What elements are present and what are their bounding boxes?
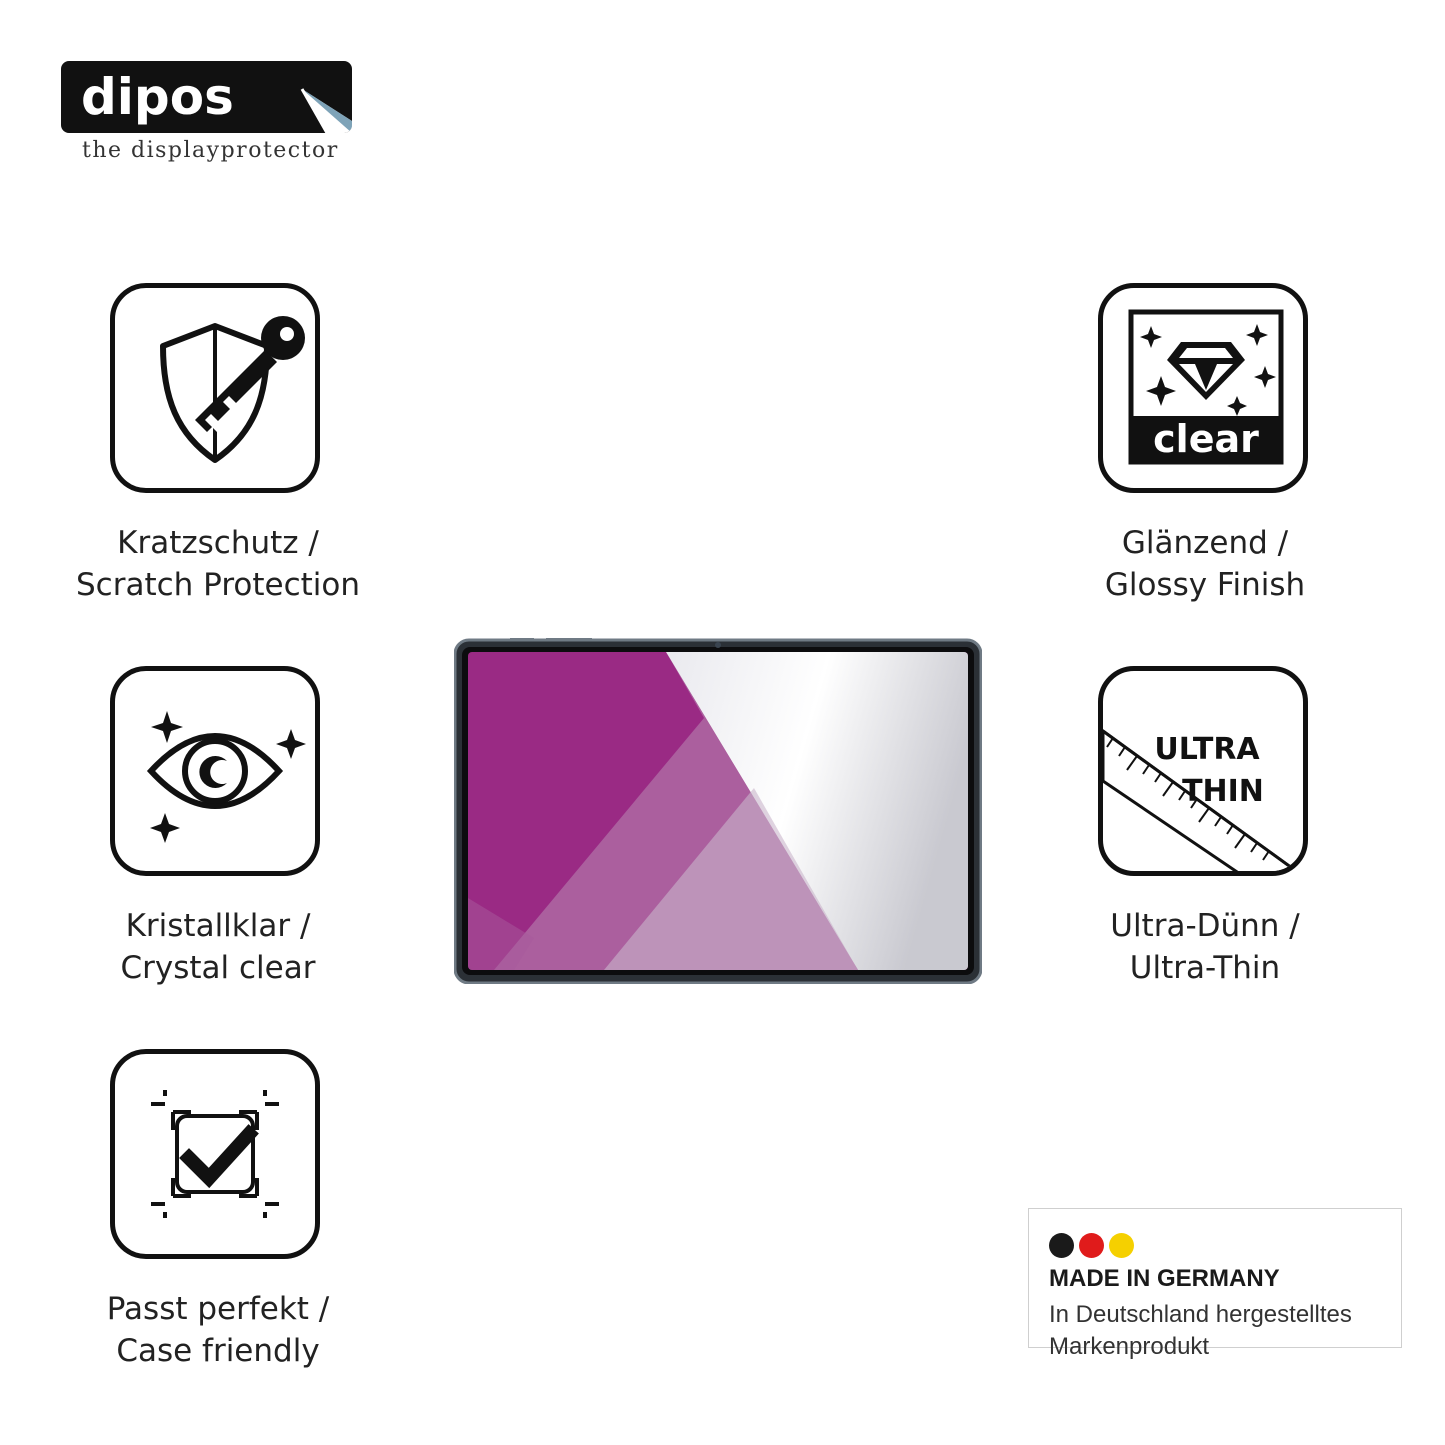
caption-line-de: Ultra-Dünn / bbox=[1110, 908, 1300, 944]
made-in-germany-badge: MADE IN GERMANY In Deutschland hergestel… bbox=[1028, 1208, 1402, 1360]
badge-line-1: In Deutschland hergestelltes bbox=[1049, 1301, 1352, 1328]
thin-label: THIN bbox=[1182, 774, 1264, 809]
badge-line-2: Markenprodukt bbox=[1049, 1333, 1210, 1360]
diamond-clear-icon: clear bbox=[1098, 283, 1308, 493]
clear-label: clear bbox=[1153, 417, 1259, 461]
badge-subtitle: In Deutschland hergestelltes Markenprodu… bbox=[1049, 1299, 1399, 1363]
flag-dot-red bbox=[1079, 1233, 1104, 1258]
flag-dot-gold bbox=[1109, 1233, 1134, 1258]
eye-sparkle-icon bbox=[110, 666, 320, 876]
frame-check-icon bbox=[110, 1049, 320, 1259]
ultra-label: ULTRA bbox=[1154, 732, 1260, 767]
caption-line-en: Crystal clear bbox=[120, 950, 316, 986]
caption-ultra-thin: Ultra-Dünn / Ultra-Thin bbox=[1025, 905, 1385, 989]
caption-line-de: Kratzschutz / bbox=[117, 525, 319, 561]
caption-crystal-clear: Kristallklar / Crystal clear bbox=[38, 905, 398, 989]
caption-line-en: Case friendly bbox=[116, 1333, 320, 1369]
peel-corner-icon bbox=[300, 88, 352, 133]
caption-line-de: Kristallklar / bbox=[125, 908, 311, 944]
caption-line-en: Scratch Protection bbox=[76, 567, 360, 603]
flag-dot-black bbox=[1049, 1233, 1074, 1258]
caption-line-en: Ultra-Thin bbox=[1129, 950, 1281, 986]
logo-wordmark: dipos bbox=[81, 68, 234, 126]
caption-line-en: Glossy Finish bbox=[1104, 567, 1306, 603]
shield-key-icon bbox=[110, 283, 320, 493]
caption-scratch-protection: Kratzschutz / Scratch Protection bbox=[38, 522, 398, 606]
caption-line-de: Glänzend / bbox=[1121, 525, 1289, 561]
caption-line-de: Passt perfekt / bbox=[106, 1291, 330, 1327]
caption-case-friendly: Passt perfekt / Case friendly bbox=[38, 1288, 398, 1372]
badge-title: MADE IN GERMANY bbox=[1049, 1265, 1280, 1292]
ultra-thin-ruler-icon: ULTRA THIN bbox=[1098, 666, 1308, 876]
caption-glossy-finish: Glänzend / Glossy Finish bbox=[1025, 522, 1385, 606]
tablet-illustration bbox=[454, 638, 982, 984]
brand-logo: dipos bbox=[61, 61, 352, 133]
logo-tagline: the displayprotector bbox=[82, 138, 339, 163]
